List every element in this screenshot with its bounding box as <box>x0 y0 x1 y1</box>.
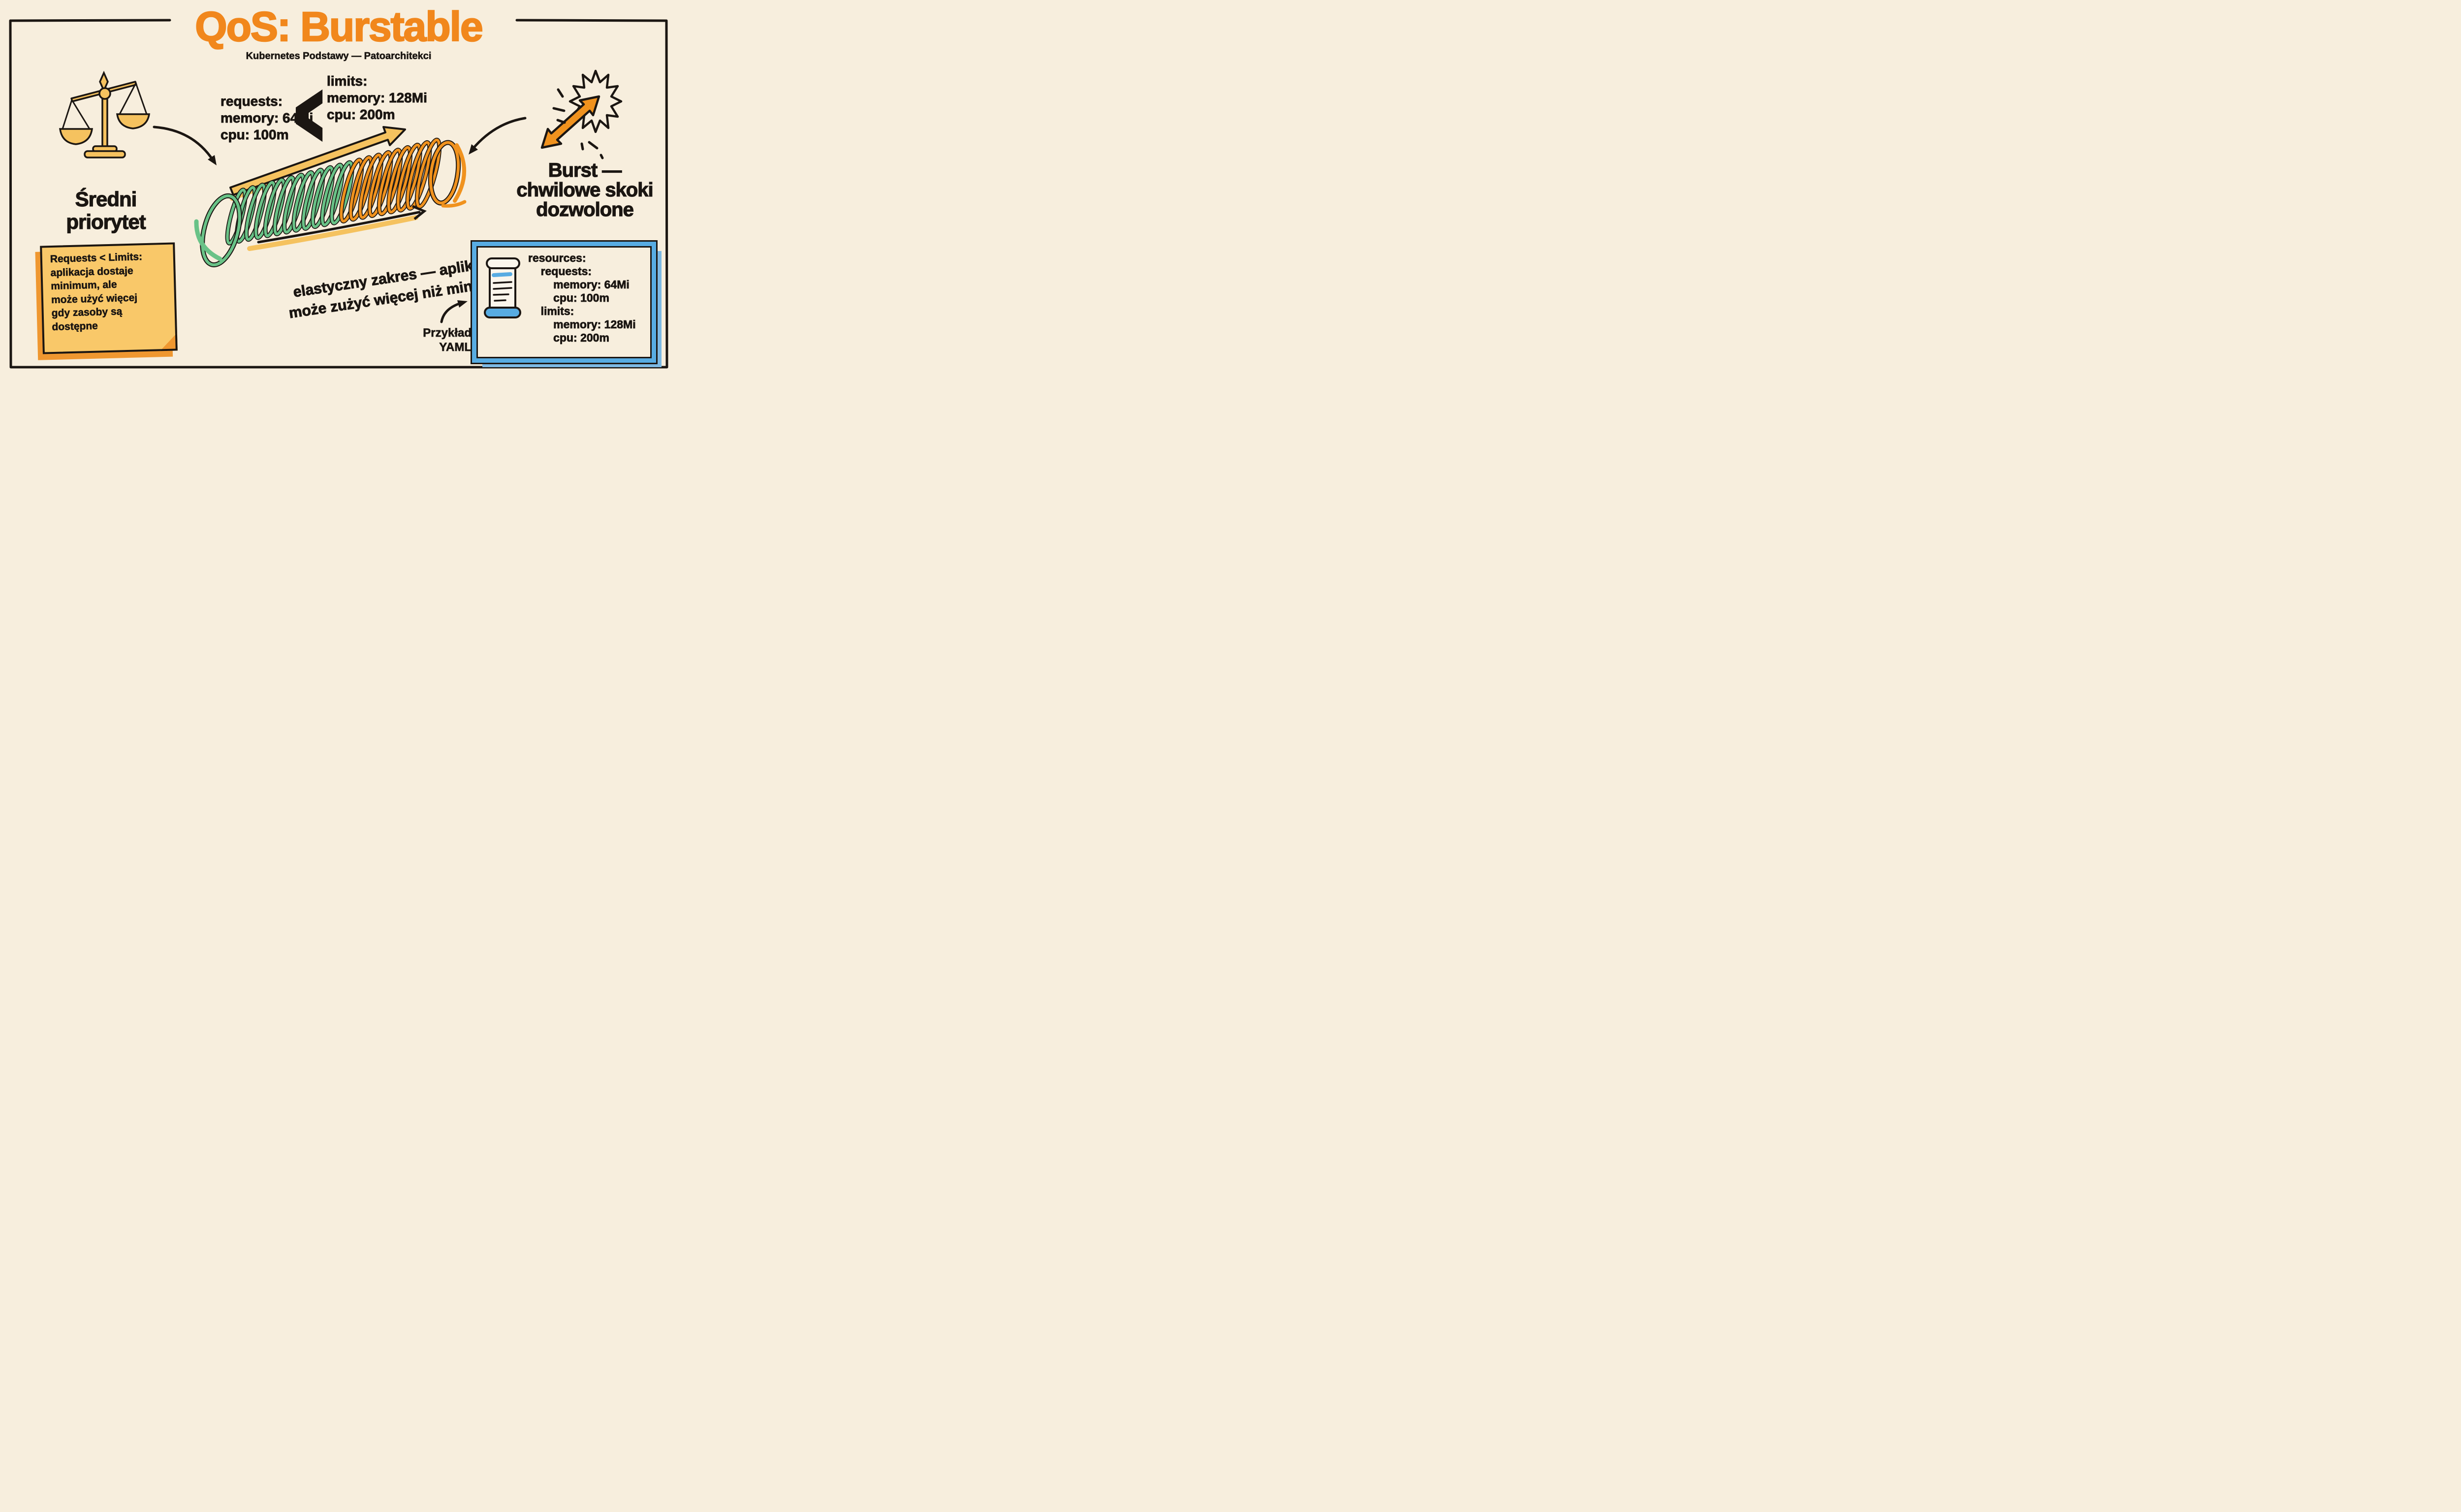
coil-loop <box>340 158 363 223</box>
limits-heading: limits: <box>327 73 368 89</box>
infographic-poster: QoS: Burstable Kubernetes Podstawy — Pat… <box>0 0 677 378</box>
burst-label: Burst — chwilowe skoki dozwolone <box>516 159 654 220</box>
less-than-operator: < <box>294 65 324 163</box>
coil-loop <box>359 154 382 219</box>
orange-swoosh-under <box>441 200 467 208</box>
scroll-icon <box>484 257 521 318</box>
poster-artwork <box>9 19 668 369</box>
coil-loop <box>349 156 373 221</box>
scale-post <box>101 95 108 150</box>
left-curved-arrow <box>153 126 217 165</box>
yaml-example-box: resources: requests: memory: 64Mi cpu: 1… <box>476 246 652 358</box>
coil-loop <box>273 176 295 236</box>
balance-scale-icon <box>59 70 151 158</box>
scale-pan-right <box>116 113 151 129</box>
yaml-pointer-arrow <box>440 300 468 323</box>
coil-spring-illustration <box>225 137 442 246</box>
yaml-example-label: Przykład YAML <box>423 326 472 354</box>
scale-strings-left <box>62 99 91 129</box>
coil-loop <box>302 168 324 230</box>
right-curved-arrow <box>469 117 527 155</box>
limits-cpu: cpu: 200m <box>327 107 395 123</box>
scale-strings-right <box>119 83 148 115</box>
requests-memory: memory: 64Mi <box>221 110 314 126</box>
scale-pan-left <box>59 128 94 145</box>
limits-block: limits: memory: 128Mi cpu: 200m <box>327 73 428 123</box>
medium-priority-label: Średni priorytet <box>66 188 147 233</box>
coil-loop <box>330 161 353 224</box>
coil-loop <box>292 171 315 232</box>
orange-swoosh-right <box>453 143 466 203</box>
elastic-range-arrow <box>247 205 427 251</box>
poster-frame <box>9 19 668 369</box>
coil-loop <box>368 151 392 218</box>
burst-speed-lines <box>552 88 604 159</box>
requests-heading: requests: <box>221 94 283 109</box>
limits-memory: memory: 128Mi <box>327 90 428 106</box>
coil-loop <box>378 148 402 216</box>
yaml-code: resources: requests: memory: 64Mi cpu: 1… <box>528 252 636 345</box>
coil-loop <box>264 178 285 238</box>
coil-loop <box>397 143 421 212</box>
sticky-note: Requests < Limits: aplikacja dostaje min… <box>40 242 178 354</box>
coil-loop <box>320 163 344 226</box>
page-subtitle: Kubernetes Podstawy — Patoarchitekci <box>246 51 432 62</box>
green-swoosh <box>194 219 222 261</box>
coil-loop <box>245 183 266 241</box>
coil-loop <box>387 146 412 214</box>
coil-loop <box>283 173 305 234</box>
double-headed-arrow <box>540 95 600 149</box>
coil-spring-end-rings <box>200 140 461 268</box>
scale-pivot <box>98 87 111 100</box>
sticky-note-text: Requests < Limits: aplikacja dostaje min… <box>50 251 143 333</box>
requests-cpu: cpu: 100m <box>221 127 289 143</box>
coil-loop <box>311 166 334 228</box>
coil-loop <box>254 181 276 239</box>
coil-loop <box>415 138 441 208</box>
burst-arrow-icon <box>540 69 623 159</box>
sticky-note-fold <box>159 333 178 351</box>
coil-loop <box>406 141 431 210</box>
requests-block: requests: memory: 64Mi cpu: 100m <box>221 93 314 143</box>
scale-base-bottom <box>84 150 126 158</box>
page-title: QoS: Burstable <box>194 3 484 50</box>
